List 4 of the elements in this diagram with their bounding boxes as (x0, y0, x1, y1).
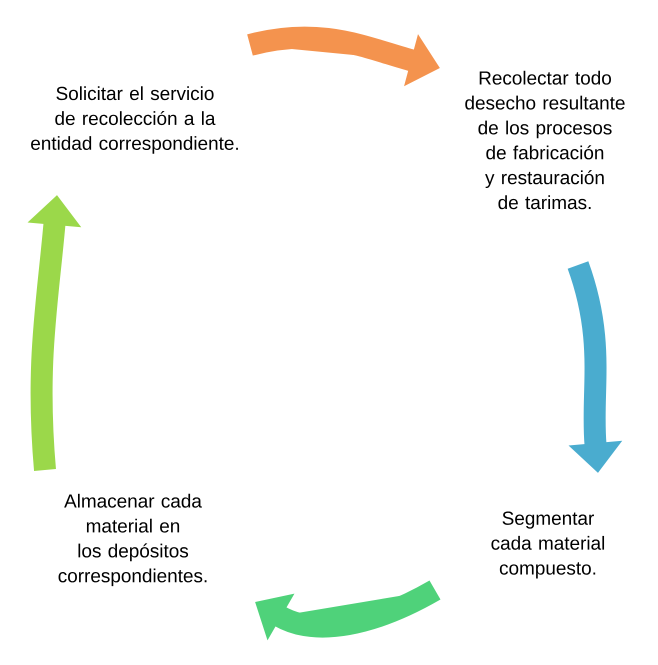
step-text: Recolectar todo desecho resultante de los procesos de fabricación y restauración de tarimas. (465, 70, 625, 210)
step-text: Almacenar cada material en los depósitos correspondientes. (58, 494, 206, 586)
step-text: Solicitar el servicio de recolección a la entidad correspondiente. (31, 86, 238, 154)
step-text: Segmentar cada material compuesto. (491, 512, 604, 578)
